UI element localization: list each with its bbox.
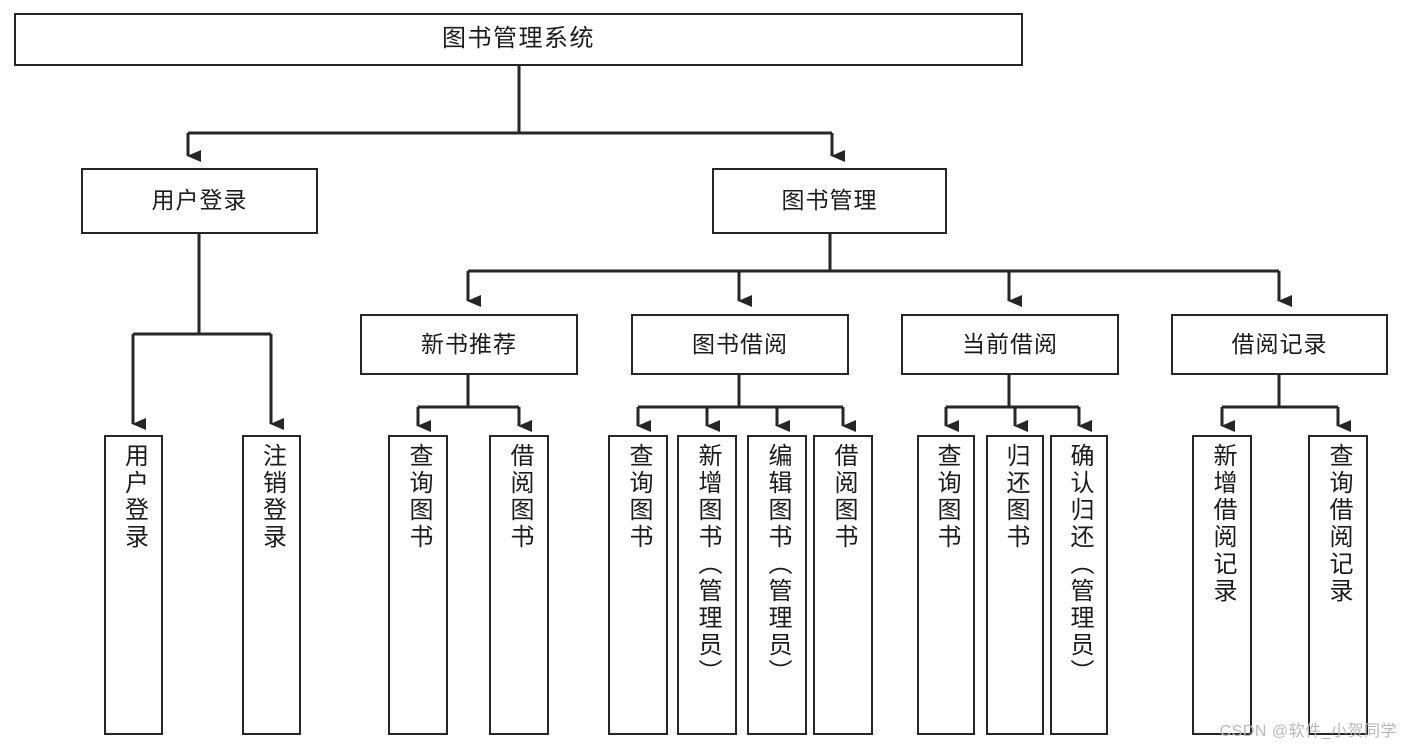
node-leaf-borrow-book-2[interactable]: 借阅图书 bbox=[813, 435, 873, 735]
node-leaf-logout-label: 注销登录 bbox=[258, 443, 286, 551]
node-borrow-record-label: 借阅记录 bbox=[1231, 330, 1328, 357]
node-leaf-query-book-1-label: 查询图书 bbox=[405, 443, 432, 551]
node-user-login[interactable]: 用户登录 bbox=[81, 168, 318, 234]
node-leaf-borrow-book-1-label: 借阅图书 bbox=[506, 443, 533, 551]
node-user-login-label: 用户登录 bbox=[151, 187, 248, 214]
node-leaf-query-book-2-label: 查询图书 bbox=[625, 443, 652, 551]
node-leaf-logout[interactable]: 注销登录 bbox=[242, 435, 301, 735]
node-book-borrow[interactable]: 图书借阅 bbox=[631, 314, 849, 375]
node-leaf-user-login[interactable]: 用户登录 bbox=[104, 435, 163, 735]
node-leaf-query-book-3[interactable]: 查询图书 bbox=[917, 435, 975, 735]
node-new-book-rec[interactable]: 新书推荐 bbox=[360, 314, 578, 375]
node-leaf-add-record-label: 新增借阅记录 bbox=[1209, 443, 1236, 605]
node-leaf-confirm-return[interactable]: 确认归还（管理员） bbox=[1050, 435, 1108, 735]
node-leaf-return-book-label: 归还图书 bbox=[1002, 443, 1029, 551]
node-leaf-query-record[interactable]: 查询借阅记录 bbox=[1308, 435, 1368, 735]
node-leaf-edit-book[interactable]: 编辑图书（管理员） bbox=[747, 435, 807, 735]
node-current-borrow[interactable]: 当前借阅 bbox=[901, 314, 1119, 375]
node-leaf-borrow-book-2-label: 借阅图书 bbox=[830, 443, 857, 551]
node-root[interactable]: 图书管理系统 bbox=[14, 13, 1023, 66]
node-leaf-borrow-book-1[interactable]: 借阅图书 bbox=[489, 435, 549, 735]
node-book-borrow-label: 图书借阅 bbox=[692, 330, 788, 357]
csdn-watermark: CSDN @软件_小贺同学 bbox=[1219, 723, 1397, 740]
node-leaf-confirm-return-label: 确认归还（管理员） bbox=[1066, 443, 1093, 686]
node-book-manage[interactable]: 图书管理 bbox=[712, 168, 947, 234]
node-leaf-add-book[interactable]: 新增图书（管理员） bbox=[677, 435, 737, 735]
node-leaf-query-book-3-label: 查询图书 bbox=[933, 443, 960, 551]
node-book-manage-label: 图书管理 bbox=[781, 187, 878, 214]
node-root-label: 图书管理系统 bbox=[442, 25, 595, 53]
node-leaf-add-book-label: 新增图书（管理员） bbox=[694, 443, 721, 686]
node-borrow-record[interactable]: 借阅记录 bbox=[1171, 314, 1388, 375]
node-current-borrow-label: 当前借阅 bbox=[962, 330, 1058, 357]
node-leaf-edit-book-label: 编辑图书（管理员） bbox=[764, 443, 791, 686]
node-leaf-add-record[interactable]: 新增借阅记录 bbox=[1192, 435, 1252, 735]
node-new-book-rec-label: 新书推荐 bbox=[421, 330, 517, 357]
node-leaf-query-record-label: 查询借阅记录 bbox=[1325, 443, 1352, 605]
node-leaf-user-login-label: 用户登录 bbox=[120, 443, 148, 551]
node-leaf-return-book[interactable]: 归还图书 bbox=[986, 435, 1044, 735]
node-leaf-query-book-2[interactable]: 查询图书 bbox=[608, 435, 668, 735]
node-leaf-query-book-1[interactable]: 查询图书 bbox=[388, 435, 448, 735]
